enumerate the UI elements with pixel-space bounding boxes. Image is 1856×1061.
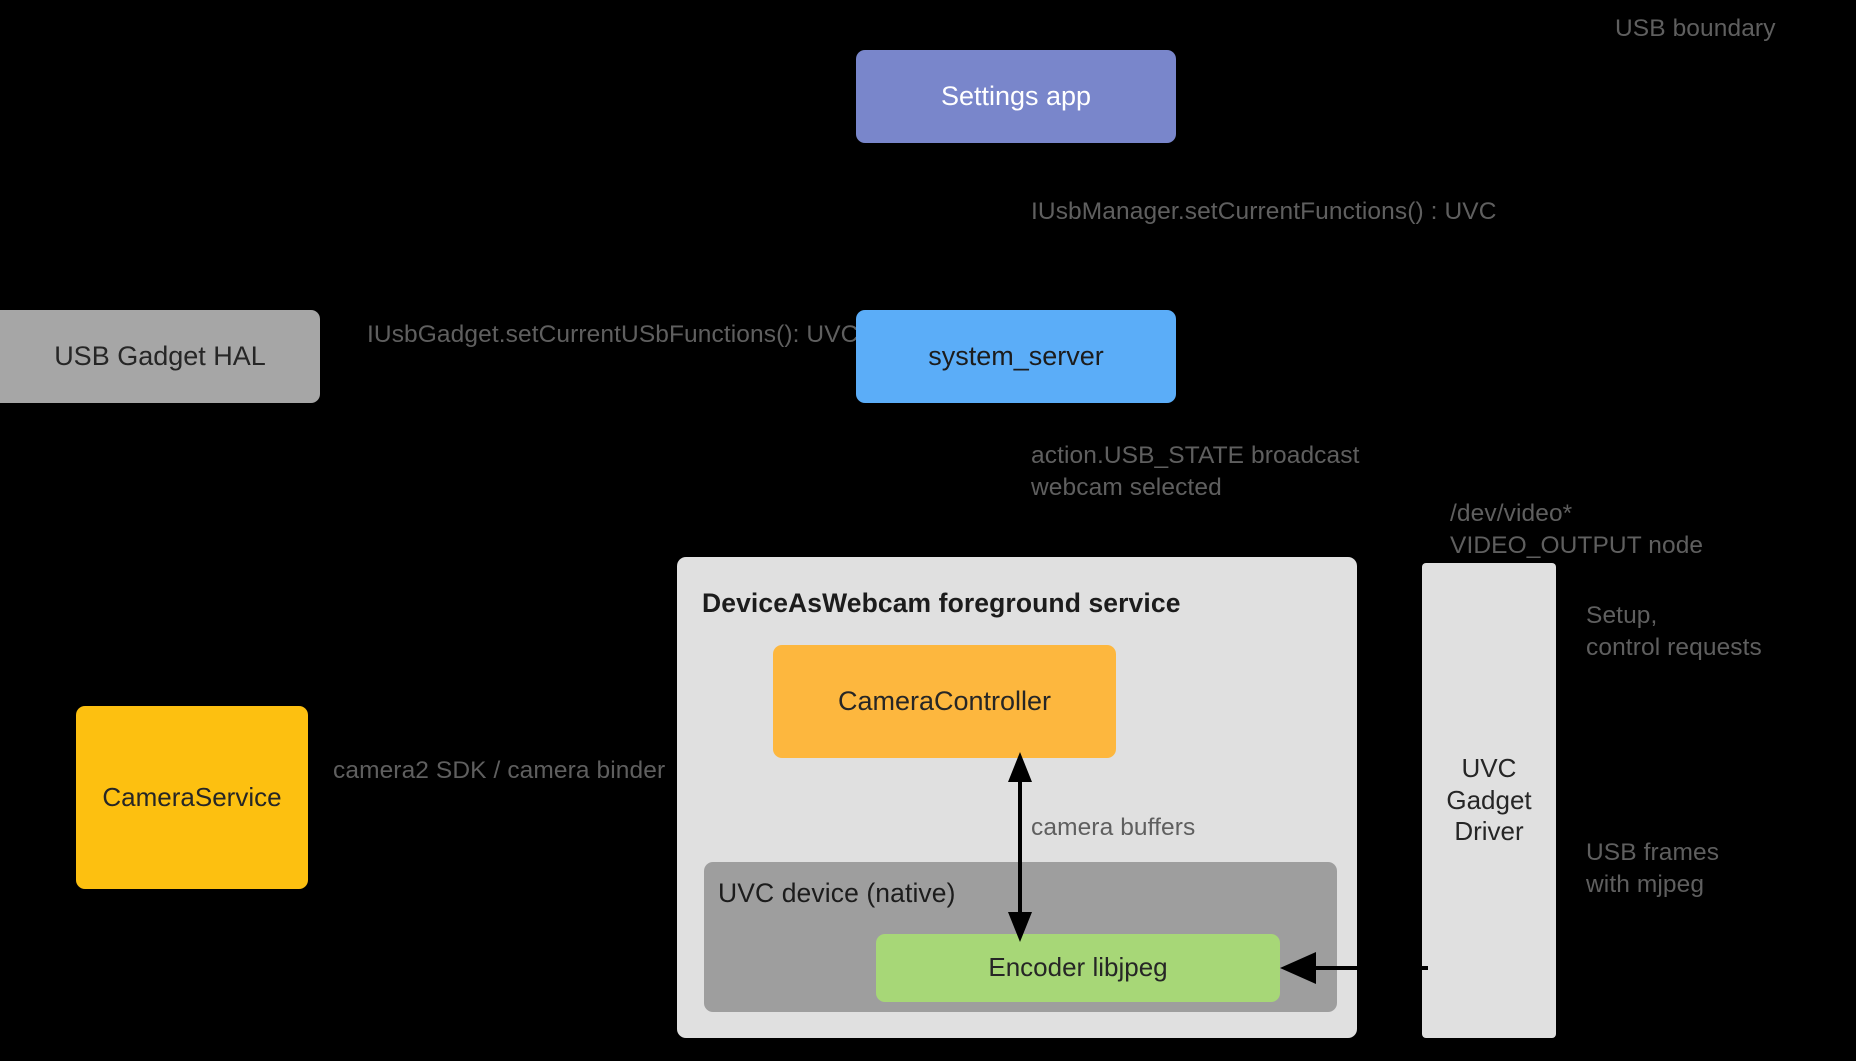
note-camera2-sdk-binder: camera2 SDK / camera binder (333, 757, 666, 784)
note-usb-boundary: USB boundary (1615, 15, 1776, 42)
note-usb-state-broadcast: action.USB_STATE broadcast webcam select… (1031, 442, 1360, 501)
arrow-camera-buffers (1008, 752, 1032, 942)
device-as-webcam-title: DeviceAsWebcam foreground service (702, 588, 1181, 618)
note-camera-buffers: camera buffers (1031, 814, 1196, 841)
note-iusbgadget-setcurrentusbfunctions: IUsbGadget.setCurrentUSbFunctions(): UVC (367, 321, 859, 348)
node-usb-gadget-hal[interactable]: USB Gadget HAL (0, 310, 320, 403)
node-camera-controller[interactable]: CameraController (773, 645, 1116, 758)
note-dev-video-output-node: /dev/video* VIDEO_OUTPUT node (1450, 500, 1704, 559)
node-uvc-gadget-driver[interactable]: UVC Gadget Driver (1422, 563, 1556, 1038)
note-iusbmanager-setcurrentfunctions: IUsbManager.setCurrentFunctions() : UVC (1031, 198, 1497, 225)
note-setup-control-requests: Setup, control requests (1586, 602, 1762, 661)
node-settings-app[interactable]: Settings app (856, 50, 1176, 143)
node-system-server[interactable]: system_server (856, 310, 1176, 403)
node-encoder-libjpeg[interactable]: Encoder libjpeg (876, 934, 1280, 1002)
note-usb-frames-mjpeg: USB frames with mjpeg (1586, 839, 1720, 898)
arrow-driver-encoder (1280, 952, 1428, 984)
uvc-device-native-title: UVC device (native) (718, 878, 956, 908)
node-camera-service[interactable]: CameraService (76, 706, 308, 889)
